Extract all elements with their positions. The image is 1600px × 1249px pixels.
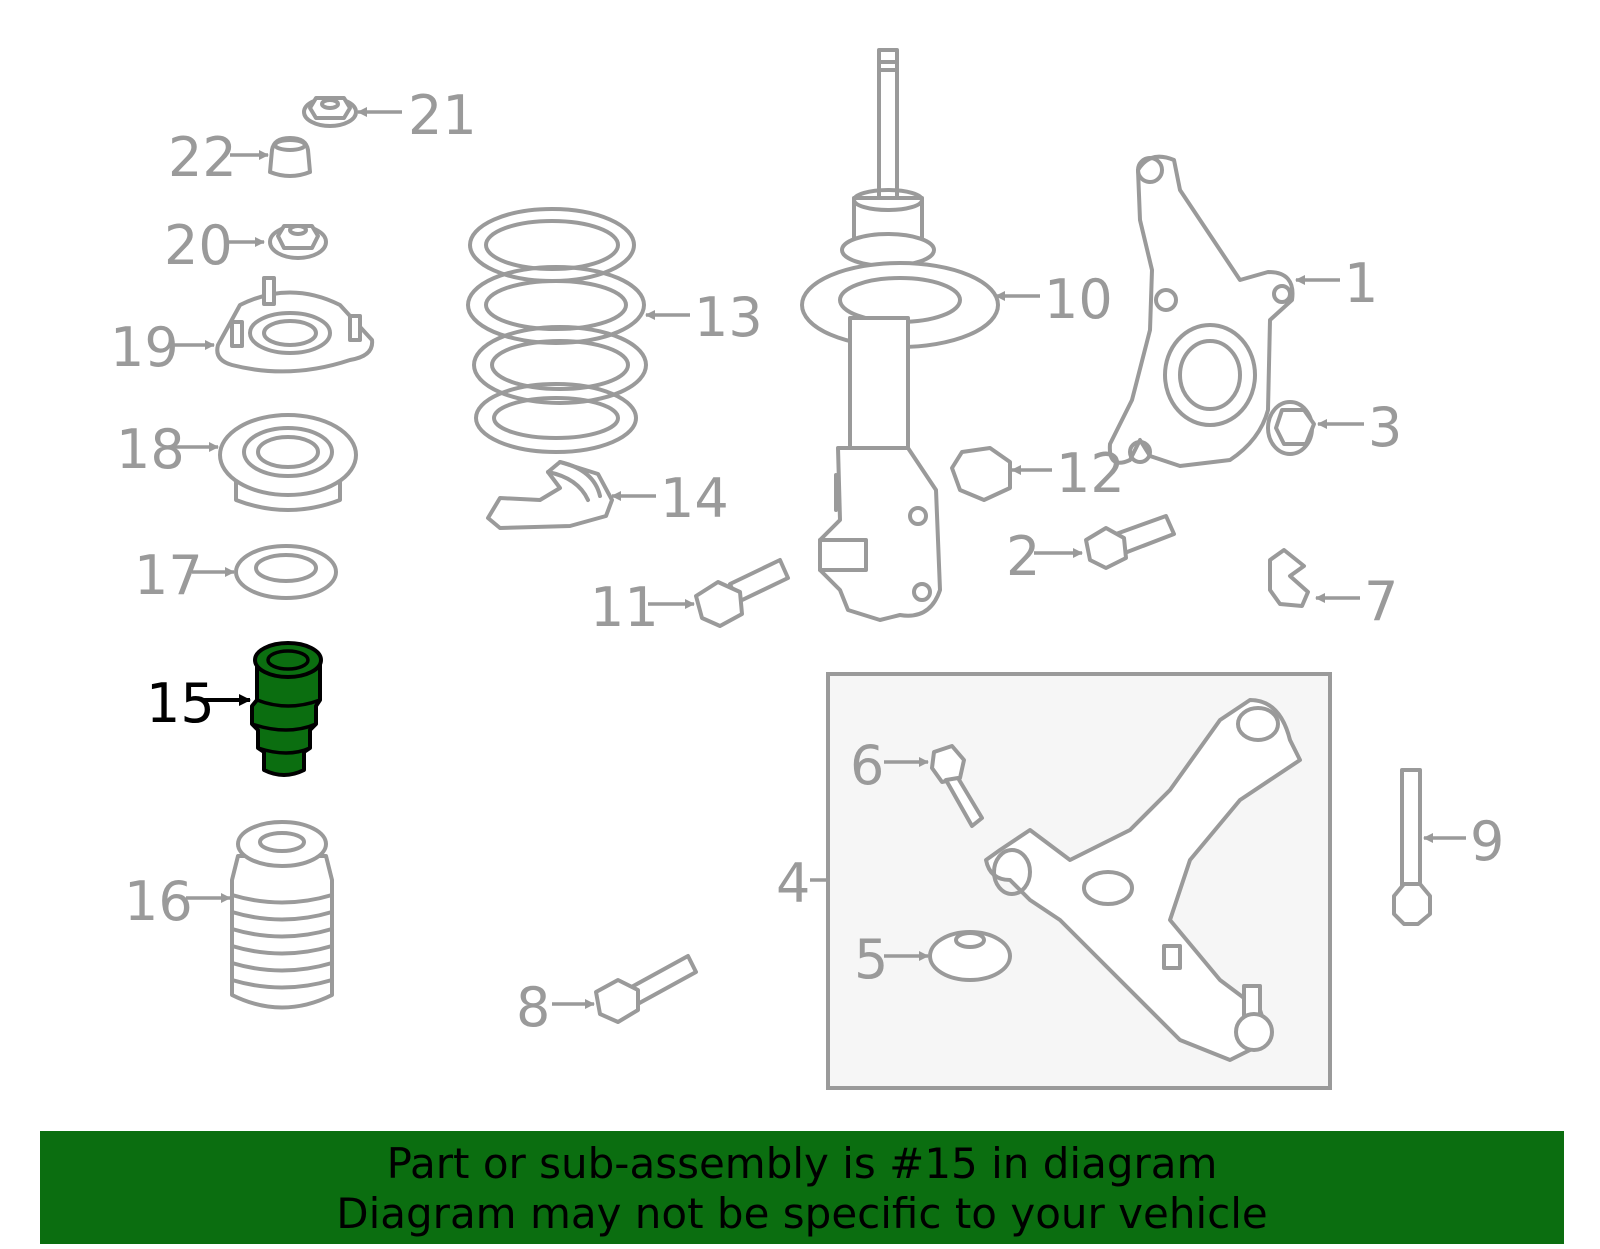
callout-7: 7 xyxy=(1364,570,1398,633)
part-22-cap[interactable] xyxy=(268,136,312,178)
callout-2: 2 xyxy=(1006,525,1040,588)
banner-line-1: Part or sub-assembly is #15 in diagram xyxy=(386,1139,1218,1188)
callout-20: 20 xyxy=(164,214,233,277)
part-14-insulator[interactable] xyxy=(486,460,614,530)
part-7-clip[interactable] xyxy=(1268,548,1310,608)
callout-4: 4 xyxy=(776,852,810,915)
callout-1: 1 xyxy=(1344,252,1378,315)
callout-5: 5 xyxy=(854,928,888,991)
callout-8: 8 xyxy=(516,976,550,1039)
callout-16: 16 xyxy=(124,870,193,933)
part-15-bump-stop[interactable] xyxy=(250,641,323,777)
callout-19: 19 xyxy=(110,316,179,379)
callout-22: 22 xyxy=(168,126,237,189)
callout-17: 17 xyxy=(134,544,203,607)
part-13-coil-spring[interactable] xyxy=(466,207,648,454)
callout-15: 15 xyxy=(146,672,215,735)
part-12-nut[interactable] xyxy=(950,446,1012,502)
part-17-seat[interactable] xyxy=(234,544,338,600)
part-1-knuckle[interactable] xyxy=(1107,154,1295,468)
part-9-bolt[interactable] xyxy=(1392,768,1432,926)
callout-21: 21 xyxy=(408,84,477,147)
info-banner: Part or sub-assembly is #15 in diagram D… xyxy=(40,1131,1564,1244)
part-10-strut[interactable] xyxy=(800,48,1000,622)
part-20-nut[interactable] xyxy=(268,224,328,260)
part-2-bolt[interactable] xyxy=(1084,514,1176,570)
part-19-strut-mount[interactable] xyxy=(215,276,375,374)
callout-14: 14 xyxy=(660,467,729,530)
part-18-bearing[interactable] xyxy=(218,413,358,512)
callout-11: 11 xyxy=(590,576,659,639)
part-8-bolt[interactable] xyxy=(594,954,698,1024)
callout-18: 18 xyxy=(116,418,185,481)
part-6-bolt[interactable] xyxy=(930,744,984,828)
callout-12: 12 xyxy=(1056,442,1125,505)
banner-line-2: Diagram may not be specific to your vehi… xyxy=(336,1189,1268,1238)
part-16-dust-boot[interactable] xyxy=(230,820,334,1010)
callout-6: 6 xyxy=(850,734,884,797)
part-21-nut[interactable] xyxy=(302,96,358,128)
callout-3: 3 xyxy=(1368,396,1402,459)
part-4-control-arm-box[interactable] xyxy=(826,672,1332,1090)
callout-10: 10 xyxy=(1044,268,1113,331)
part-11-bolt[interactable] xyxy=(694,558,790,628)
callout-13: 13 xyxy=(694,286,763,349)
part-3-nut[interactable] xyxy=(1266,400,1316,456)
part-5-washer[interactable] xyxy=(928,930,1012,982)
callout-9: 9 xyxy=(1470,810,1504,873)
